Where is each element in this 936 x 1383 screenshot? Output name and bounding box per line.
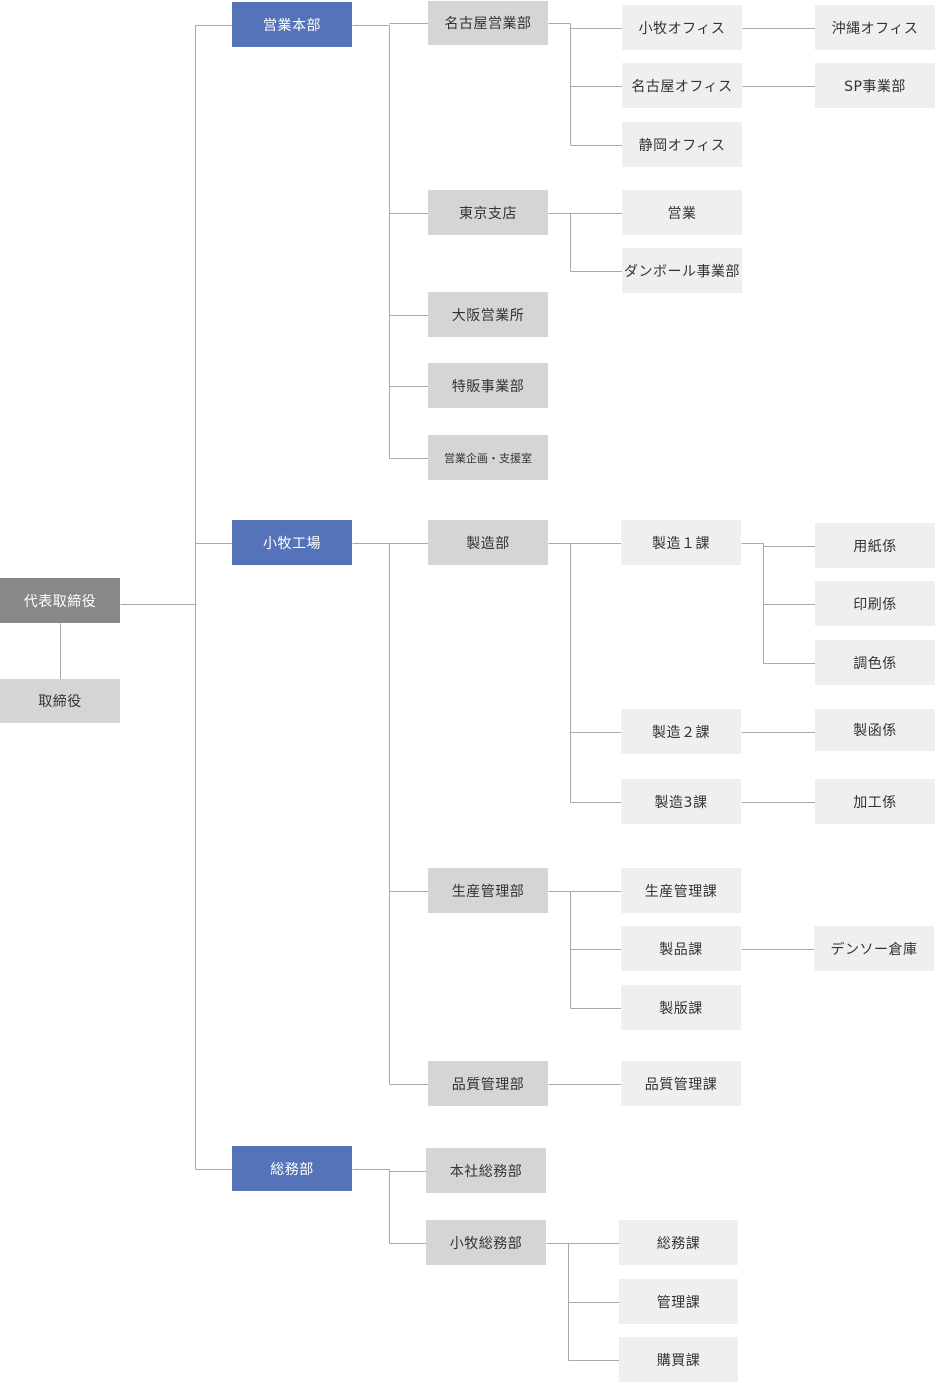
- node-sec-products: 製品課: [621, 926, 741, 971]
- node-dept-komaki-general-affairs: 小牧総務部: [426, 1220, 546, 1265]
- node-sec-mfg-3: 製造3課: [621, 779, 741, 824]
- node-dept-osaka-office: 大阪営業所: [428, 292, 548, 337]
- node-sec-shizuoka-office: 静岡オフィス: [622, 122, 742, 167]
- node-dept-sales-planning: 営業企画・支援室: [428, 435, 548, 480]
- node-division-komaki-factory: 小牧工場: [232, 520, 352, 565]
- node-sec-quality-control: 品質管理課: [621, 1061, 741, 1106]
- node-unit-processing: 加工係: [815, 779, 935, 824]
- node-unit-box-making: 製函係: [815, 709, 935, 751]
- node-dept-production-control: 生産管理部: [428, 868, 548, 913]
- node-unit-printing: 印刷係: [815, 581, 935, 626]
- node-unit-color-mixing: 調色係: [815, 640, 935, 685]
- node-dept-quality-control: 品質管理部: [428, 1061, 548, 1106]
- node-dept-hq-general-affairs: 本社総務部: [426, 1148, 546, 1193]
- node-dept-manufacturing: 製造部: [428, 520, 548, 565]
- node-division-sales-hq: 営業本部: [232, 2, 352, 47]
- node-sec-nagoya-office: 名古屋オフィス: [622, 63, 742, 108]
- node-dept-tokyo-branch: 東京支店: [428, 190, 548, 235]
- node-sec-purchasing: 購買課: [619, 1337, 738, 1382]
- node-sec-cardboard: ダンボール事業部: [622, 248, 742, 293]
- node-sec-komaki-office: 小牧オフィス: [622, 5, 742, 50]
- node-sec-plate-making: 製版課: [621, 985, 741, 1030]
- node-unit-paper: 用紙係: [815, 523, 935, 568]
- node-unit-denso-warehouse: デンソー倉庫: [814, 926, 934, 971]
- node-director: 取締役: [0, 679, 120, 723]
- node-sec-production-control: 生産管理課: [621, 868, 741, 913]
- node-unit-okinawa-office: 沖縄オフィス: [815, 5, 935, 50]
- node-division-general-affairs: 総務部: [232, 1146, 352, 1191]
- node-sec-management: 管理課: [619, 1279, 738, 1324]
- node-dept-special-sales: 特販事業部: [428, 363, 548, 408]
- node-dept-nagoya-sales: 名古屋営業部: [428, 1, 548, 45]
- node-sec-general-affairs: 総務課: [619, 1220, 738, 1265]
- node-sec-sales: 営業: [622, 190, 742, 235]
- node-unit-sp-division: SP事業部: [815, 63, 935, 108]
- node-ceo: 代表取締役: [0, 578, 120, 623]
- node-sec-mfg-2: 製造２課: [621, 709, 741, 754]
- node-sec-mfg-1: 製造１課: [621, 520, 741, 565]
